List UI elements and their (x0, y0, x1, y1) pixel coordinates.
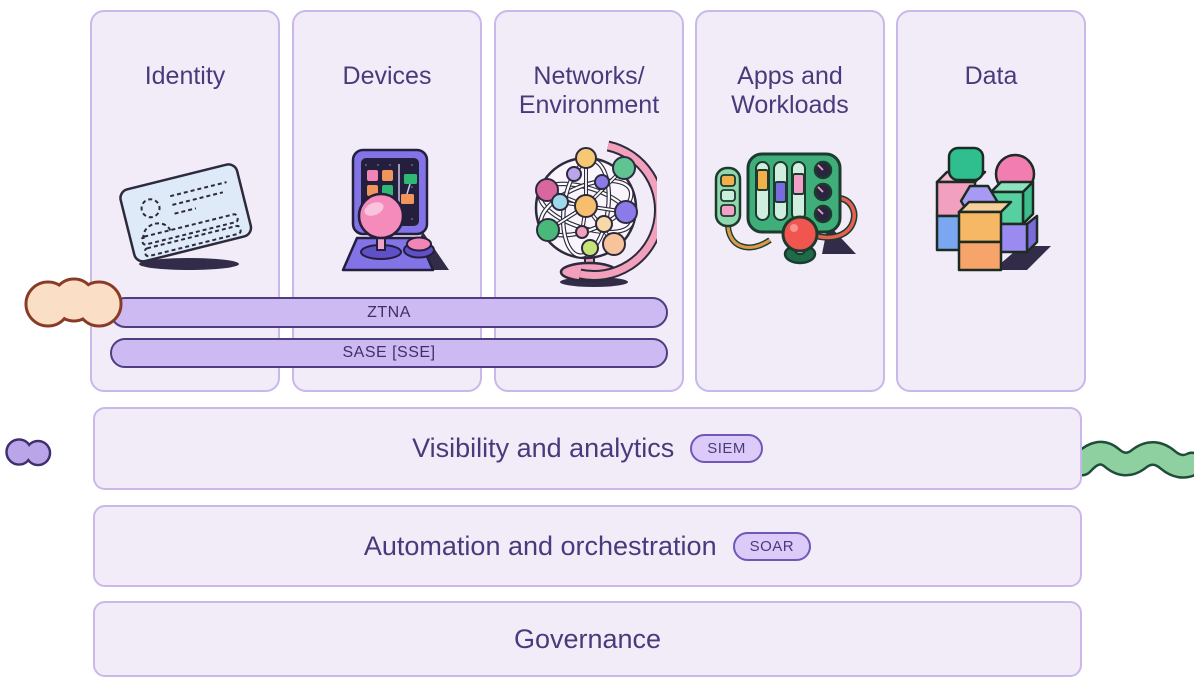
purple-peanut-icon (5, 438, 52, 467)
sase-sse-pill: SASE [SSE] (110, 338, 668, 368)
ztna-pill: ZTNA (110, 297, 668, 328)
pillar-title-line: Apps and (737, 62, 843, 90)
pillar-title-line: Devices (342, 62, 432, 90)
control-panel-illustration (697, 140, 883, 272)
layer-governance: Governance (93, 601, 1082, 677)
pillar-card-apps-workloads: Apps and Workloads (695, 10, 885, 392)
pillar-title: Networks/ Environment (496, 62, 682, 120)
layer-title: Governance (513, 623, 662, 654)
id-card-icon (119, 163, 253, 270)
pillar-card-identity: Identity (90, 10, 280, 392)
green-squiggle-blob (1069, 440, 1194, 491)
pillar-title-line: Identity (144, 62, 226, 90)
siem-badge: SIEM (690, 434, 763, 463)
control-panel-icon (714, 152, 858, 265)
pillar-title-line: Data (964, 62, 1018, 90)
peach-cloud-blob (23, 276, 124, 334)
game-console-icon (341, 148, 449, 272)
layer-title: Visibility and analytics (412, 433, 675, 463)
pillar-title: Identity (92, 62, 278, 91)
purple-peanut-blob (5, 437, 53, 473)
layer-automation-orchestration: Automation and orchestration SOAR (93, 505, 1082, 587)
id-card-illustration (92, 140, 278, 278)
peach-cloud-icon (24, 277, 123, 328)
layer-title: Automation and orchestration (363, 530, 717, 561)
sase-sse-pill-label: SASE [SSE] (342, 344, 436, 361)
pillar-title-line: Networks/ (533, 62, 645, 90)
network-globe-illustration (496, 140, 682, 292)
pillar-title: Data (898, 62, 1084, 91)
ztna-pill-label: ZTNA (367, 303, 411, 321)
building-blocks-illustration (898, 140, 1084, 276)
pillar-card-data: Data (896, 10, 1086, 392)
layer-visibility-analytics: Visibility and analytics SIEM (93, 407, 1082, 490)
pillar-title-line: Workloads (731, 91, 849, 119)
network-globe-icon (534, 140, 657, 287)
pillar-title: Devices (294, 62, 480, 91)
green-squiggle-icon (1069, 440, 1194, 479)
building-blocks-icon (935, 146, 1051, 272)
pillar-title-line: Environment (518, 91, 660, 119)
pillar-card-devices: Devices (292, 10, 482, 392)
pillar-title: Apps and Workloads (697, 62, 883, 120)
game-console-illustration (294, 140, 480, 278)
pillar-card-networks: Networks/ Environment (494, 10, 684, 392)
soar-badge: SOAR (732, 531, 812, 561)
